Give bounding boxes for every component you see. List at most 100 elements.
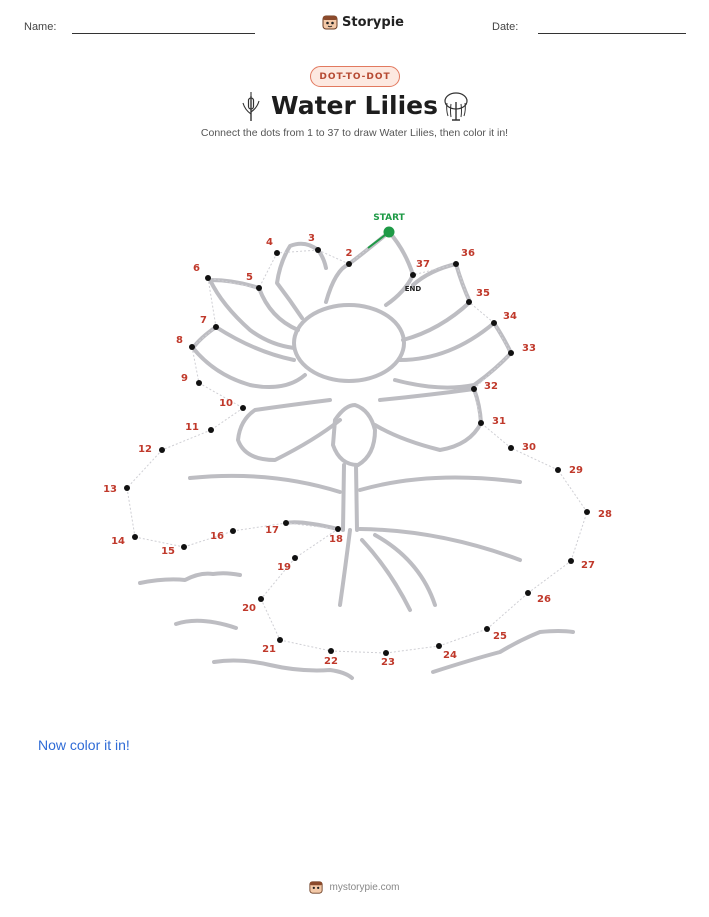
- connector-line: [510, 447, 559, 471]
- dot-24[interactable]: [436, 643, 442, 649]
- brand-logo: Storypie: [322, 14, 404, 30]
- end-label: END: [405, 285, 422, 293]
- connector-line: [260, 557, 296, 600]
- dot-5[interactable]: [256, 285, 262, 291]
- dot-8[interactable]: [189, 344, 195, 350]
- footer: mystorypie.com: [0, 880, 709, 894]
- bottom-left-petal: [236, 398, 342, 462]
- dot-6[interactable]: [205, 275, 211, 281]
- dot-18[interactable]: [335, 526, 341, 532]
- dot-20[interactable]: [258, 596, 264, 602]
- dot-label-30: 30: [522, 442, 536, 453]
- dot-19[interactable]: [292, 555, 298, 561]
- dot-label-3: 3: [308, 233, 315, 244]
- dot-10[interactable]: [240, 405, 246, 411]
- dot-31[interactable]: [478, 420, 484, 426]
- dot-label-28: 28: [598, 509, 612, 520]
- dot-35[interactable]: [466, 299, 472, 305]
- footer-url[interactable]: mystorypie.com: [329, 881, 400, 893]
- connector-line: [412, 263, 457, 276]
- reeds: [338, 528, 437, 612]
- connector-line: [468, 301, 495, 324]
- connector-line: [493, 322, 512, 354]
- lily-outline: [138, 230, 575, 680]
- start-label: START: [373, 213, 405, 223]
- dot-14[interactable]: [132, 534, 138, 540]
- dot-3[interactable]: [315, 247, 321, 253]
- dot-2[interactable]: [346, 261, 352, 267]
- dot-label-13: 13: [103, 484, 117, 495]
- dot-26[interactable]: [525, 590, 531, 596]
- connector-line: [207, 277, 217, 328]
- seed-pod: [292, 303, 406, 383]
- dot-34[interactable]: [491, 320, 497, 326]
- dot-label-32: 32: [484, 381, 498, 392]
- willow-tree-icon: [444, 92, 468, 121]
- stem: [341, 463, 359, 532]
- dot-25[interactable]: [484, 626, 490, 632]
- connector-line: [207, 277, 260, 289]
- dot-label-9: 9: [181, 373, 188, 384]
- name-label: Name:: [24, 21, 57, 33]
- connector-line: [134, 536, 185, 548]
- dot-36[interactable]: [453, 261, 459, 267]
- cattail-icon: [242, 92, 260, 121]
- dot-32[interactable]: [471, 386, 477, 392]
- ripple-4: [431, 629, 575, 674]
- connector-line: [480, 422, 512, 449]
- dot-9[interactable]: [196, 380, 202, 386]
- dot-29[interactable]: [555, 467, 561, 473]
- dot-30[interactable]: [508, 445, 514, 451]
- start-dot[interactable]: [383, 226, 395, 238]
- connector-line: [191, 326, 217, 348]
- dot-11[interactable]: [208, 427, 214, 433]
- dot-label-21: 21: [262, 644, 276, 655]
- dot-label-31: 31: [492, 416, 506, 427]
- storypie-mascot-icon: [322, 15, 338, 30]
- dot-label-24: 24: [443, 650, 457, 661]
- connector-line: [486, 592, 529, 630]
- center-petal: [324, 230, 415, 307]
- left-low-petal: [191, 325, 307, 389]
- connector-line: [126, 449, 163, 489]
- dot-17[interactable]: [283, 520, 289, 526]
- dot-label-14: 14: [111, 536, 125, 547]
- dot-label-10: 10: [219, 398, 233, 409]
- right-petal: [393, 321, 513, 390]
- dot-13[interactable]: [124, 485, 130, 491]
- dot-12[interactable]: [159, 447, 165, 453]
- dot-label-37: 37: [416, 259, 430, 270]
- connector-line: [210, 407, 244, 431]
- dot-33[interactable]: [508, 350, 514, 356]
- dot-22[interactable]: [328, 648, 334, 654]
- connector-line: [183, 530, 234, 548]
- dot-16[interactable]: [230, 528, 236, 534]
- date-line[interactable]: [538, 33, 686, 34]
- connector-line: [438, 628, 488, 647]
- dot-label-17: 17: [265, 525, 279, 536]
- connector-line: [276, 249, 319, 254]
- connector-line: [570, 511, 588, 562]
- dot-27[interactable]: [568, 558, 574, 564]
- dot-7[interactable]: [213, 324, 219, 330]
- right-low-petal: [373, 387, 483, 452]
- dot-label-2: 2: [346, 248, 353, 259]
- dot-21[interactable]: [277, 637, 283, 643]
- connector-line: [126, 487, 136, 538]
- connector-line: [473, 388, 482, 424]
- dot-23[interactable]: [383, 650, 389, 656]
- dot-label-19: 19: [277, 562, 291, 573]
- color-instruction: Now color it in!: [38, 737, 130, 753]
- instructions: Connect the dots from 1 to 37 to draw Wa…: [200, 127, 509, 139]
- dot-label-15: 15: [161, 546, 175, 557]
- dot-28[interactable]: [584, 509, 590, 515]
- leaf-lines: [188, 473, 522, 494]
- storypie-mascot-icon: [309, 881, 324, 894]
- dot-label-23: 23: [381, 657, 395, 668]
- name-line[interactable]: [72, 33, 255, 34]
- dot-4[interactable]: [274, 250, 280, 256]
- connector-line: [285, 522, 339, 530]
- dot-37[interactable]: [410, 272, 416, 278]
- dot-15[interactable]: [181, 544, 187, 550]
